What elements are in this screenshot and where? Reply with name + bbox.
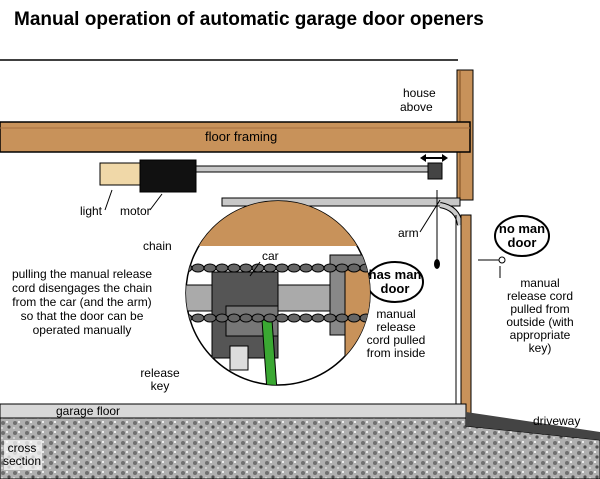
key-icon [498, 256, 506, 264]
chain-link [323, 263, 337, 273]
leader [149, 193, 163, 211]
chain-link [227, 263, 241, 273]
chain-link [347, 313, 361, 323]
chain-link [287, 313, 301, 323]
arrowhead-left [420, 154, 426, 162]
chain-label: chain [143, 239, 172, 253]
track-curve-fill [439, 203, 462, 226]
garage-floor-label: garage floor [56, 404, 120, 418]
light-label: light [80, 204, 103, 218]
chain-link [239, 263, 253, 273]
chain-link [299, 313, 313, 323]
chain-link [263, 263, 277, 273]
chain-link [311, 263, 325, 273]
driveway-slab [466, 412, 600, 440]
opener-rail [195, 165, 437, 173]
motor-housing [139, 159, 197, 193]
arm-label-top: arm [398, 226, 419, 240]
chain-link [191, 313, 205, 323]
cord-handle [434, 259, 440, 269]
chain-link [227, 313, 241, 323]
release-key-block [229, 345, 249, 371]
chain-link [275, 263, 289, 273]
chain-link [203, 263, 217, 273]
light-housing [99, 162, 141, 186]
chain-link [251, 313, 265, 323]
chain-link [335, 263, 349, 273]
garage-door [460, 214, 472, 416]
header-bracket [427, 162, 443, 180]
chain-links [186, 263, 370, 323]
arrowhead-right [442, 154, 448, 162]
chain-link [191, 263, 205, 273]
leader [249, 261, 261, 277]
floor-framing-label: floor framing [205, 129, 277, 144]
driveway-label: driveway [533, 414, 580, 428]
chain-link [311, 313, 325, 323]
chain-link [287, 263, 301, 273]
chain-link [239, 313, 253, 323]
motor-label: motor [120, 204, 151, 218]
chain-link [215, 263, 229, 273]
car-label: car [262, 249, 279, 263]
detail-beam [186, 201, 370, 246]
chain-link [275, 313, 289, 323]
door-track [221, 197, 461, 207]
diagram-title: Manual operation of automatic garage doo… [14, 9, 484, 30]
chain-link [263, 313, 277, 323]
chain-link [299, 263, 313, 273]
label-bg [4, 440, 42, 470]
floor-framing-beam [0, 121, 471, 153]
chain-link [203, 313, 217, 323]
chain-link [335, 313, 349, 323]
no-man-door-badge [494, 215, 550, 257]
leader [104, 189, 113, 211]
chain-link [215, 313, 229, 323]
chain-link [323, 313, 337, 323]
chain-link [347, 263, 361, 273]
